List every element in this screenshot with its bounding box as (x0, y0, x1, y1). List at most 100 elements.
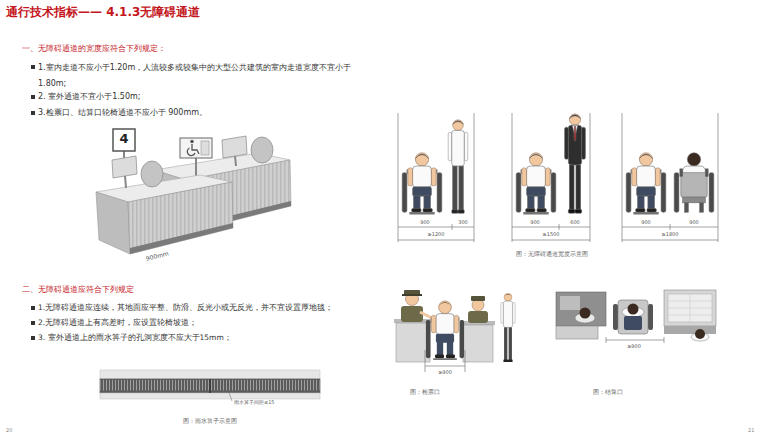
checkout-counter-illustration-part (141, 161, 163, 187)
page-number: 21 (748, 427, 754, 433)
dimension-label: 300 (458, 219, 468, 225)
rule-text: 3. 室外通道上的雨水箅子的孔洞宽度不应大于15mm； (38, 333, 232, 342)
checkout-counter-illustration-part (96, 192, 130, 254)
checkout-plan-figure-part (556, 292, 606, 326)
corridor-width-figures-part (626, 153, 666, 214)
checkout-plan-figure-part-part (664, 337, 665, 343)
checkout-plan-figure (556, 290, 716, 343)
dimension-label: 600 (570, 219, 580, 225)
drain-grate-illustration (100, 370, 320, 401)
checkout-plan-figure-part (618, 300, 648, 334)
corridor-width-figures (398, 113, 718, 242)
checkout-counter-illustration-part (187, 144, 199, 156)
ticket-gate-figure (394, 290, 515, 372)
rule-text: 1.室内走道不应小于1.20m，人流较多或较集中的大型公共建筑的室内走道宽度不宜… (38, 60, 363, 92)
checkout-plan-figure-part-part (606, 340, 664, 341)
checkout-counter-illustration-part (125, 176, 126, 188)
checkout-plan-figure-part (613, 304, 618, 330)
ticket-gate-figure-part (501, 293, 515, 362)
checkout-counter-illustration-part (251, 137, 273, 163)
corridor-width-figures-part (448, 120, 468, 214)
corridor-width-figures-part (516, 153, 556, 214)
ticket-gate-figure-part-part (425, 366, 465, 367)
dimension-label: ≥900 (627, 343, 641, 349)
figure-caption: 图：检票口 (410, 388, 440, 395)
dimension-label: 900 (420, 219, 430, 225)
checkout-plan-figure-part (580, 308, 591, 319)
corridor-width-figures-part (559, 224, 560, 230)
bullet-markers-part (31, 65, 35, 69)
checkout-plan-figure-part (664, 290, 716, 326)
page-title: 通行技术指标—— 4.1.3无障碍通道 (6, 5, 200, 19)
checkout-counter-illustration-part (128, 182, 233, 254)
bullet-markers-part (31, 306, 35, 310)
section-heading: 二、无障碍通道应符合下列规定 (22, 285, 134, 295)
ticket-gate-figure-part (425, 350, 465, 372)
checkout-counter-illustration-part (112, 156, 137, 178)
corridor-width-figures-part (718, 113, 719, 242)
checkout-plan-figure-part (560, 296, 580, 310)
corridor-width-figures-part (474, 113, 475, 242)
checkout-plan-figure-part-part (606, 337, 607, 343)
checkout-plan-figure-part (628, 304, 639, 315)
callout-label: 雨水箅子间距≤15 (234, 399, 275, 405)
dimension-label: ≥1800 (662, 231, 679, 237)
corridor-width-figures-part (402, 153, 442, 214)
ticket-gate-figure-part (463, 325, 493, 362)
checkout-counter-illustration (96, 129, 291, 254)
checkout-plan-figure-part (668, 294, 712, 322)
checkout-plan-figure-part (624, 316, 642, 330)
dimension-label: 900 (641, 219, 651, 225)
bullet-markers-part (31, 95, 35, 99)
rule-text: 1.无障碍通道应连续，其地面应平整、防滑、反光小或无反光，并不宜设置厚地毯； (38, 303, 333, 312)
checkout-plan-figure-part (668, 294, 712, 322)
rule-text: 3.检票口、结算口轮椅通道不应小于 900mm。 (38, 108, 207, 118)
corridor-width-figures-part (512, 240, 590, 241)
corridor-width-figures-part (452, 224, 453, 230)
figure-caption: 图：结算口 (593, 388, 623, 395)
bullet-markers-part (31, 321, 35, 325)
corridor-width-figures-part (512, 227, 590, 228)
drain-grate-illustration-part (228, 390, 232, 401)
drain-grate-illustration-part (209, 379, 211, 393)
dimension-label: ≥1500 (543, 231, 560, 237)
checkout-counter-illustration-part (130, 223, 233, 254)
ticket-gate-figure-part (426, 301, 464, 360)
ticket-gate-figure-part (468, 311, 488, 323)
section-heading: 一、无障碍通道的宽度应符合下列规定： (22, 44, 166, 54)
checkout-counter-illustration-part (195, 158, 197, 178)
checkout-plan-figure-part (648, 304, 653, 330)
rule-text: 2. 室外通道不宜小于1.50m; (38, 92, 140, 102)
checkout-plan-figure-part (606, 337, 664, 343)
dimension-label: 900 (689, 219, 699, 225)
corridor-width-figures-part (670, 224, 671, 230)
drain-grate-illustration-part (100, 379, 320, 393)
corridor-width-figures-part (565, 114, 586, 213)
checkout-counter-illustration-part (222, 136, 247, 158)
ticket-gate-figure-part (420, 312, 432, 318)
ticket-gate-figure-part-part (425, 350, 426, 372)
corridor-width-figures-part (674, 153, 714, 212)
checkout-counter-illustration-part (190, 140, 194, 144)
corridor-width-figures-part (622, 240, 718, 241)
corridor-width-figures-part (398, 240, 474, 241)
checkout-plan-figure-part (664, 326, 716, 334)
rule-text: 2.无障碍通道上有高差时，应设置轮椅坡道； (38, 318, 197, 327)
corridor-width-figures-part (622, 113, 623, 242)
corridor-width-figures-part (512, 113, 513, 242)
dimension-label: 900 (530, 219, 540, 225)
ticket-gate-figure-part-part (465, 350, 466, 372)
figure-caption: 图：无障碍通道宽度示意图 (516, 250, 588, 257)
bullet-markers (31, 65, 35, 340)
figure-caption: 图：雨水箅子示意图 (183, 417, 237, 424)
checkout-plan-figure-part (695, 329, 705, 339)
corridor-width-figures-part (398, 227, 474, 228)
bullet-markers-part (31, 336, 35, 340)
corridor-width-figures-part (398, 113, 399, 242)
ticket-gate-figure-part (471, 296, 485, 301)
checkout-counter-illustration-part (113, 129, 135, 151)
sign-number: 4 (119, 131, 128, 147)
corridor-width-figures-part (590, 113, 591, 242)
drain-grate-illustration-part (100, 370, 320, 379)
